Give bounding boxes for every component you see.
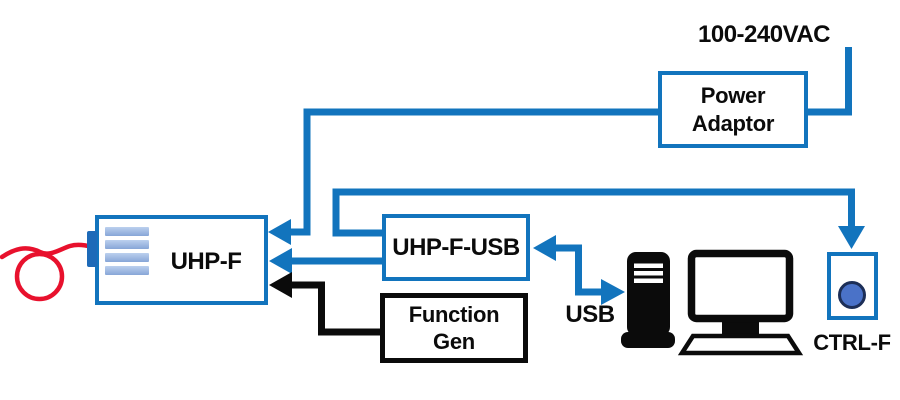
- function-gen-label-line2: Gen: [433, 329, 475, 354]
- uhpf-usb-box: UHP-F-USB: [382, 214, 530, 281]
- usb-label: USB: [565, 301, 615, 328]
- ac-input-line: [806, 47, 852, 116]
- ctrl-f-box: [827, 252, 878, 320]
- fiber-cable-icon: [0, 242, 95, 260]
- fiber-connector: [87, 231, 97, 267]
- function-gen-box: Function Gen: [380, 293, 528, 363]
- uhpf-label: UHP-F: [170, 248, 242, 275]
- remote-link-arrowhead: [838, 226, 865, 249]
- function-gen-arrowhead: [269, 272, 292, 298]
- power-adaptor-box: Power Adaptor: [658, 71, 808, 148]
- computer-tower-icon: [621, 252, 675, 348]
- uhpf-box: [95, 215, 268, 305]
- power-adaptor-label-line2: Adaptor: [691, 110, 775, 136]
- usb-cable-arrowhead-right: [601, 279, 625, 305]
- usb-cable-arrowhead-left: [533, 235, 556, 261]
- uhpf-usb-label: UHP-F-USB: [392, 233, 520, 261]
- remote-link-line: [332, 188, 855, 237]
- monitor-icon: [687, 249, 794, 336]
- usb-cable-line: [553, 244, 602, 296]
- function-gen-line: [292, 281, 381, 336]
- laser-heatsink-icon: [105, 227, 149, 275]
- power-to-uhpf-line: [290, 108, 658, 236]
- usbbox-to-uhpf-arrowhead: [269, 248, 292, 274]
- keyboard-icon: [677, 333, 804, 356]
- fiber-loop: [14, 251, 65, 302]
- power-adaptor-label-line1: Power: [700, 83, 766, 108]
- remote-button-icon: [838, 281, 866, 309]
- function-gen-label-line1: Function: [408, 301, 500, 327]
- ac-input-label: 100-240VAC: [698, 21, 830, 48]
- power-to-uhpf-arrowhead: [268, 219, 291, 245]
- ctrl-f-label: CTRL-F: [813, 330, 891, 355]
